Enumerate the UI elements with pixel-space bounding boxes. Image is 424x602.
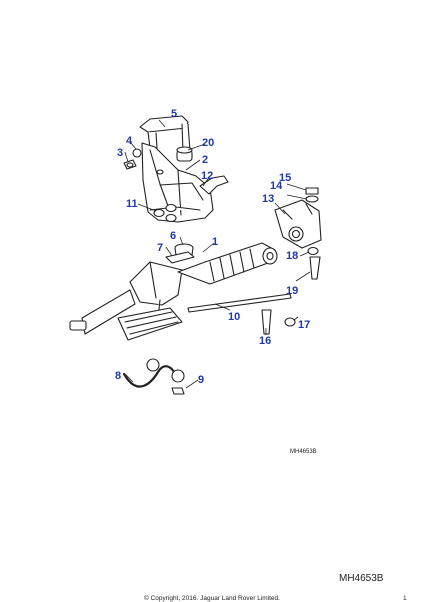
part-18-washer [307,246,319,256]
part-1-steering-column [69,242,278,341]
callout-16[interactable]: 16 [259,335,272,347]
page-number: 1 [403,595,407,602]
callout-13[interactable]: 13 [262,193,275,205]
part-7-bracket [165,251,195,264]
part-8-cable [122,365,178,388]
part-5-strap [139,115,191,153]
leader-lines [124,119,311,389]
callout-7[interactable]: 7 [157,242,164,254]
callout-10[interactable]: 10 [228,311,241,323]
part-2-bracket [141,142,214,223]
callout-14[interactable]: 14 [270,180,283,192]
callout-1[interactable]: 1 [212,236,219,248]
callout-17[interactable]: 17 [298,319,311,331]
diagram-code: MH4653B [339,573,384,584]
part-17-washer [284,317,296,327]
callout-18[interactable]: 18 [286,250,299,262]
callout-3[interactable]: 3 [117,147,124,159]
callout-19[interactable]: 19 [286,285,299,297]
part-4-washer [132,148,142,158]
callout-9[interactable]: 9 [198,374,205,386]
part-13-mount [274,199,322,249]
callout-8[interactable]: 8 [115,370,122,382]
callout-6[interactable]: 6 [170,230,177,242]
part-16-bolt [261,309,272,335]
callout-4[interactable]: 4 [126,135,133,147]
copyright-notice: © Copyright, 2016. Jaguar Land Rover Lim… [144,595,280,602]
callout-15[interactable]: 15 [279,172,292,184]
part-14-washer [305,195,319,203]
part-12-clip [199,175,229,195]
part-19-bolt [309,256,321,280]
callout-11[interactable]: 11 [126,198,138,210]
part-11-fixings [153,203,177,223]
callout-20[interactable]: 20 [202,137,215,149]
part-10-rod [187,293,292,313]
callout-2[interactable]: 2 [202,154,209,166]
part-3-bolt [123,159,137,170]
diagram-code-small: MH4653B [290,449,317,455]
part-9-nut [171,387,185,395]
part-15-nut [305,187,319,195]
callout-5[interactable]: 5 [171,108,178,120]
part-20-sleeve [176,146,193,162]
callout-12[interactable]: 12 [201,170,214,182]
